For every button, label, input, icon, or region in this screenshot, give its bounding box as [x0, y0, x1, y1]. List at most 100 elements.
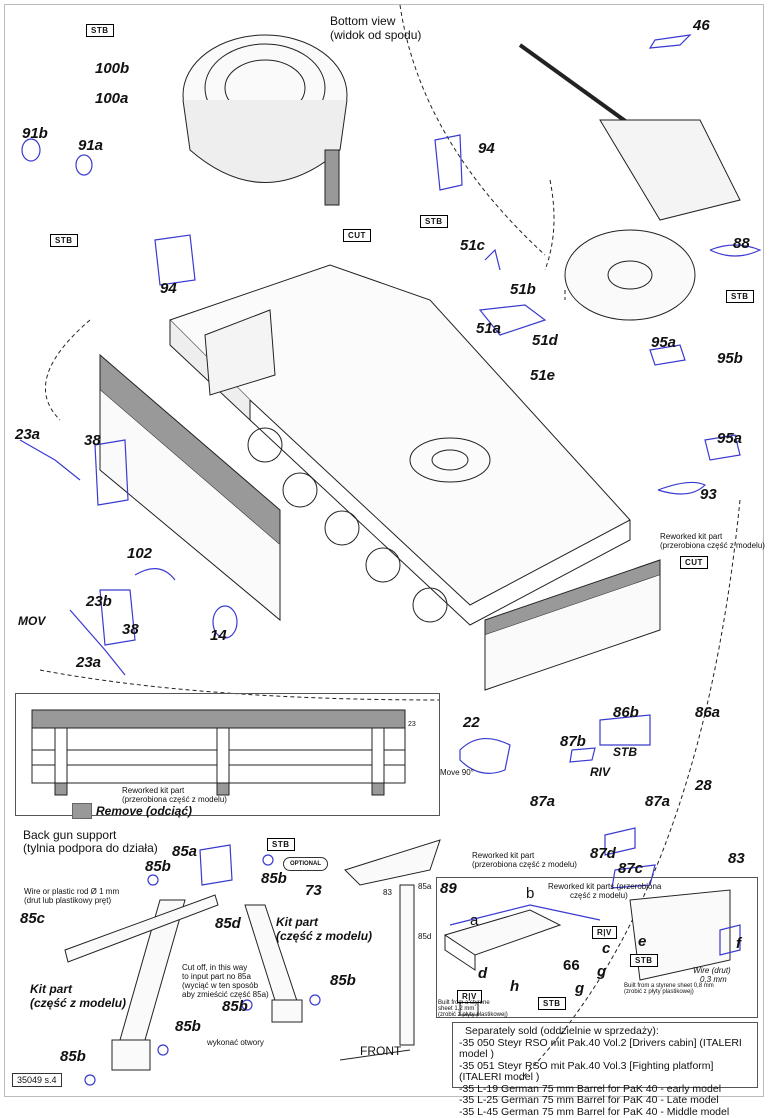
wire-note: 0,3 mm	[700, 975, 727, 984]
gun-barrel	[520, 45, 740, 220]
separately-sold-item: -35 050 Steyr RSO mit Pak.40 Vol.2 [Driv…	[459, 1038, 751, 1061]
back-gun-support-subtitle: (tylnia podpora do działa)	[23, 842, 158, 855]
part-23b: 23b	[86, 593, 112, 610]
remove-legend: Remove (odciąć)	[96, 804, 192, 818]
part-88: 88	[733, 235, 750, 252]
wire-note: Wire (drut)	[693, 966, 731, 975]
kit-part-label-pl: (część z modelu)	[30, 996, 126, 1010]
box-reworked-note-pl: (przerobiona część z modelu)	[472, 860, 577, 869]
wire-rod-note-pl: (drut lub plastikowy pręt)	[24, 896, 111, 905]
separately-sold-box: Separately sold (oddzielnie w sprzedaży)…	[452, 1022, 758, 1088]
part-100b: 100b	[95, 60, 129, 77]
part-83-small: 83	[383, 888, 392, 897]
cut-tag: CUT	[343, 229, 371, 242]
part-23a: 23a	[15, 426, 40, 443]
page-number: 35049 s.4	[12, 1073, 62, 1087]
part-73: 73	[305, 882, 322, 899]
part-87a: 87a	[530, 793, 555, 810]
part-93: 93	[700, 486, 717, 503]
part-94: 94	[160, 280, 177, 297]
part-83: 83	[728, 850, 745, 867]
part-51a: 51a	[476, 320, 501, 337]
rail-reworked-note-pl: (przerobiona część z modelu)	[122, 795, 227, 804]
part-14: 14	[210, 627, 227, 644]
separately-sold-item: -35 L-45 German 75 mm Barrel for PaK 40 …	[459, 1107, 751, 1118]
part-51b: 51b	[510, 281, 536, 298]
part-38: 38	[84, 432, 101, 449]
part-51c: 51c	[460, 237, 485, 254]
cut-off-note: (wyciąć w ten sposób	[182, 981, 258, 990]
part-c: c	[602, 940, 610, 957]
stb-tag: STB	[630, 954, 658, 967]
part-95b: 95b	[717, 350, 743, 367]
part-85a-small: 85a	[418, 882, 431, 891]
part-22: 22	[463, 714, 480, 731]
part-95a: 95a	[651, 334, 676, 351]
stb-tag: STB	[50, 234, 78, 247]
part-23-small: 23	[408, 720, 416, 729]
part-23a: 23a	[76, 654, 101, 671]
reworked-kit-part-note: Reworked kit part	[660, 532, 722, 541]
styrene-12-note: (zrobić z płyty plastikowej)	[438, 1012, 508, 1018]
part-89: 89	[440, 880, 457, 897]
part-85a: 85a	[172, 843, 197, 860]
part-87a: 87a	[645, 793, 670, 810]
wire-rod-note: Wire or plastic rod Ø 1 mm	[24, 887, 119, 896]
part-28: 28	[695, 777, 712, 794]
part-85c: 85c	[20, 910, 45, 927]
separately-sold-item: -35 L-25 German 75 mm Barrel for PaK 40 …	[459, 1095, 751, 1107]
gun-support-legs	[65, 840, 440, 1070]
part-h: h	[510, 978, 519, 995]
part-46: 46	[693, 17, 710, 34]
reworked-parts-note: Reworked kit parts (przerobiona	[548, 882, 661, 891]
part-85b: 85b	[145, 858, 171, 875]
part-85d-small: 85d	[418, 932, 431, 941]
part-94: 94	[478, 140, 495, 157]
stb-tag: STB	[726, 290, 754, 303]
part-51d: 51d	[532, 332, 558, 349]
part-85b: 85b	[175, 1018, 201, 1035]
separately-sold-item: -35 051 Steyr RSO mit Pak.40 Vol.3 [Figh…	[459, 1061, 751, 1084]
part-85b: 85b	[330, 972, 356, 989]
riv-tag: R|V	[592, 926, 617, 939]
part-100a: 100a	[95, 90, 128, 107]
cut-off-note: Cut off, in this way	[182, 963, 247, 972]
part-f: f	[736, 935, 741, 952]
part-87d: 87d	[590, 845, 616, 862]
part-85d: 85d	[215, 915, 241, 932]
part-66: 66	[563, 957, 580, 974]
cut-tag: CUT	[680, 556, 708, 569]
kit-part-label-pl: (część z modelu)	[276, 929, 372, 943]
mov-tag: MOV	[18, 614, 45, 628]
reworked-kit-part-note-pl: (przerobiona część z modelu)	[660, 541, 765, 550]
stb-tag: STB	[267, 838, 295, 851]
cut-off-note: to input part no 85a	[182, 972, 251, 981]
optional-tag: OPTIONAL	[283, 857, 328, 871]
separately-sold-title: Separately sold (oddzielnie w sprzedaży)…	[459, 1026, 751, 1038]
part-38: 38	[122, 621, 139, 638]
part-g: g	[597, 963, 606, 980]
move-90-note: Move 90°	[440, 768, 474, 777]
styrene-08-note: (zrobić z płyty plastikowej)	[624, 989, 694, 995]
kit-part-label: Kit part	[276, 915, 318, 929]
bottom-view-subtitle: (widok od spodu)	[330, 29, 421, 42]
rail-detail-panel	[15, 693, 440, 816]
part-91b: 91b	[22, 125, 48, 142]
front-arrow-label: FRONT	[360, 1045, 401, 1058]
part-d: d	[478, 965, 487, 982]
part-85b: 85b	[60, 1048, 86, 1065]
turret-base-bottom-view	[183, 35, 347, 205]
stb-tag: STB	[538, 997, 566, 1010]
part-b: b	[526, 885, 534, 902]
stb-tag: STB	[86, 24, 114, 37]
part-51e: 51e	[530, 367, 555, 384]
box-reworked-note: Reworked kit part	[472, 851, 534, 860]
stb-tag: STB	[420, 215, 448, 228]
stb-label: STB	[613, 745, 637, 759]
part-a: a	[470, 912, 478, 929]
part-g: g	[575, 980, 584, 997]
part-102: 102	[127, 545, 152, 562]
part-85b: 85b	[261, 870, 287, 887]
part-95a: 95a	[717, 430, 742, 447]
part-87c: 87c	[618, 860, 643, 877]
